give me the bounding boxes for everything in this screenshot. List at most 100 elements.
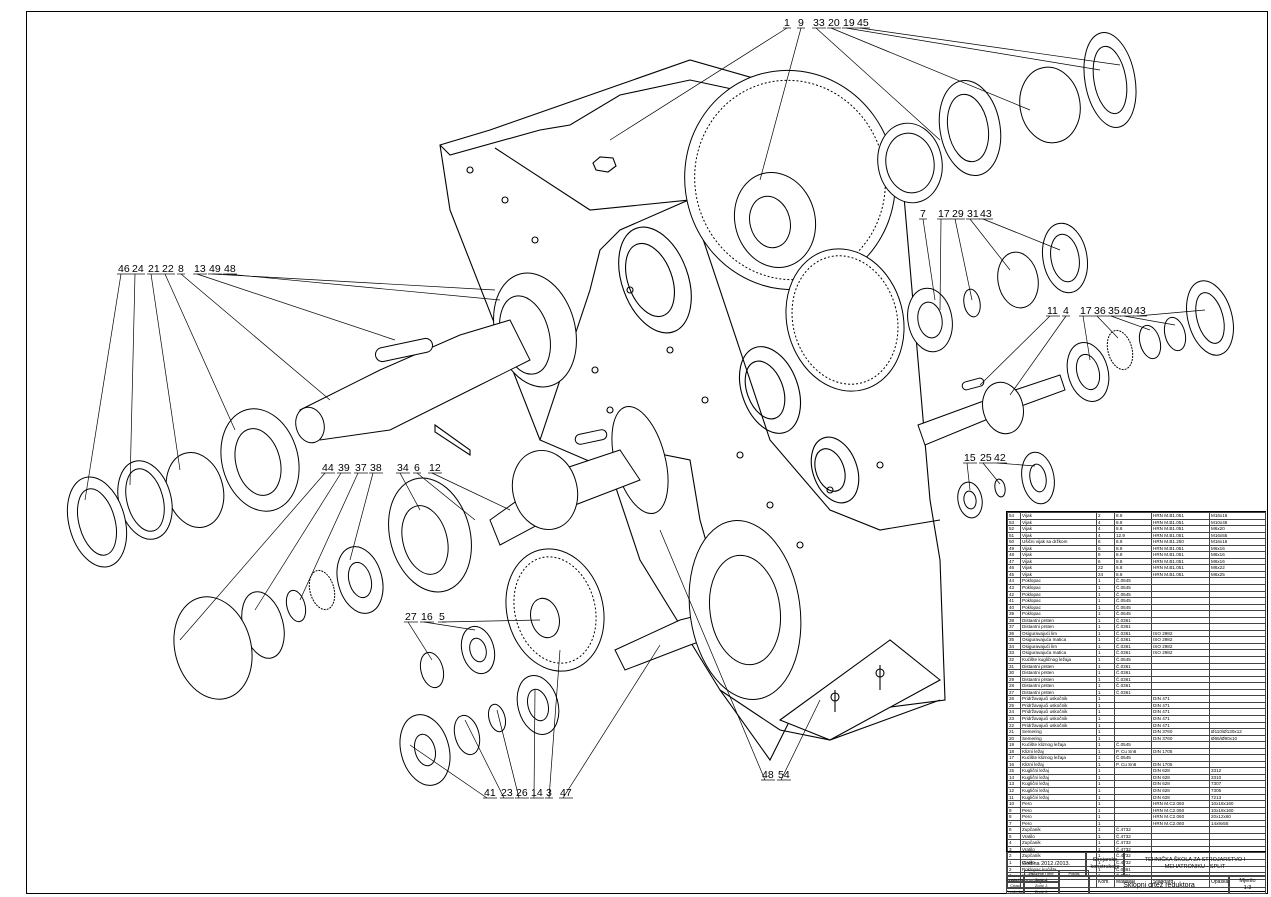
leader-line <box>254 472 342 611</box>
leader-line <box>180 273 331 401</box>
leader-line <box>780 699 821 781</box>
drawing-title: Sklopni crtež reduktora <box>1089 876 1229 894</box>
leader-line <box>659 529 766 781</box>
callout-20: 20 <box>828 17 840 29</box>
callout-45: 45 <box>857 17 869 29</box>
top-right-parts <box>877 32 1137 204</box>
leader-line <box>966 462 971 491</box>
leader-line <box>815 27 941 141</box>
callout-17: 17 <box>938 208 950 220</box>
leader-line <box>969 218 1011 271</box>
leader-line <box>409 744 488 799</box>
large-gear <box>684 69 896 291</box>
title-block: Godina 2012./2013. Strojarske konstrukci… <box>1006 851 1266 894</box>
callout-36: 36 <box>1094 305 1106 317</box>
leader-line <box>533 689 536 799</box>
leader-line <box>441 619 541 623</box>
leader-line <box>423 621 476 631</box>
leader-line <box>179 472 326 641</box>
callout-41: 41 <box>484 787 496 799</box>
leader-line <box>164 273 236 431</box>
role-1: Konstruirao <box>1006 876 1024 882</box>
right-shaft-parts <box>907 222 1089 353</box>
callout-44: 44 <box>322 462 334 474</box>
callout-34: 34 <box>397 462 409 474</box>
leader-line <box>830 27 1031 111</box>
leader-line <box>845 27 1101 71</box>
leader-line <box>859 27 1121 66</box>
leader-line <box>349 472 374 561</box>
leader-line <box>226 273 501 301</box>
signature-box <box>1059 876 1089 894</box>
callout-1: 1 <box>784 17 790 29</box>
callout-42: 42 <box>994 452 1006 464</box>
col-header-name: Prezime i ime <box>1024 870 1059 876</box>
col-header-signature: Potpis <box>1059 870 1089 876</box>
callout-15: 15 <box>964 452 976 464</box>
callout-23: 23 <box>501 787 513 799</box>
callout-7: 7 <box>920 208 926 220</box>
callout-48: 48 <box>224 263 236 275</box>
callout-26: 26 <box>516 787 528 799</box>
leader-line <box>759 27 802 181</box>
callout-3: 3 <box>546 787 552 799</box>
leader-line <box>84 273 122 501</box>
leader-line <box>299 472 359 601</box>
leader-line <box>129 273 136 486</box>
callout-17: 17 <box>1080 305 1092 317</box>
pinion-shaft <box>917 280 1234 446</box>
callout-25: 25 <box>980 452 992 464</box>
callout-38: 38 <box>370 462 382 474</box>
leader-line <box>464 719 505 799</box>
callout-40: 40 <box>1121 305 1133 317</box>
callout-12: 12 <box>429 462 441 474</box>
leader-line <box>939 218 942 311</box>
name-1: Zorić J. <box>1024 876 1059 882</box>
role-2: Crtao <box>1006 882 1024 888</box>
name-2: Zorić J. <box>1024 882 1059 888</box>
name-3: Zorić J. <box>1024 888 1059 894</box>
leader-line <box>1009 315 1067 396</box>
callout-14: 14 <box>531 787 543 799</box>
leader-line <box>954 218 973 301</box>
callout-5: 5 <box>439 611 445 623</box>
leader-line <box>1096 315 1119 339</box>
lower-cover <box>688 520 802 700</box>
scale-value: 1:3 <box>1243 885 1252 891</box>
callout-54: 54 <box>778 769 790 781</box>
callout-19: 19 <box>843 17 855 29</box>
leader-line <box>982 218 1061 251</box>
leader-line <box>982 462 1001 485</box>
callout-21: 21 <box>148 263 160 275</box>
callout-37: 37 <box>355 462 367 474</box>
leader-line <box>431 472 511 511</box>
leader-line <box>1123 315 1176 326</box>
callout-22: 22 <box>162 263 174 275</box>
middle-gear-shaft <box>489 405 771 672</box>
leader-line <box>922 218 936 301</box>
callout-24: 24 <box>132 263 144 275</box>
leader-line <box>407 621 433 661</box>
callout-9: 9 <box>798 17 804 29</box>
leader-line <box>562 644 661 799</box>
leader-line <box>1110 315 1151 331</box>
leader-line <box>496 709 520 799</box>
leader-line <box>548 649 561 799</box>
middle-left-parts <box>173 477 472 700</box>
scale-cell: Mjerilo 1:3 <box>1229 876 1266 894</box>
callout-33: 33 <box>813 17 825 29</box>
callout-11: 11 <box>1047 305 1058 317</box>
intermediate-gear <box>785 248 905 392</box>
small-bearing-parts <box>957 451 1055 519</box>
leader-line <box>211 273 496 291</box>
leader-line <box>979 315 1051 386</box>
school-cell: TEHNIČKA ŠKOLA ZA STROJARSTVO I MEHATRON… <box>1124 852 1266 876</box>
